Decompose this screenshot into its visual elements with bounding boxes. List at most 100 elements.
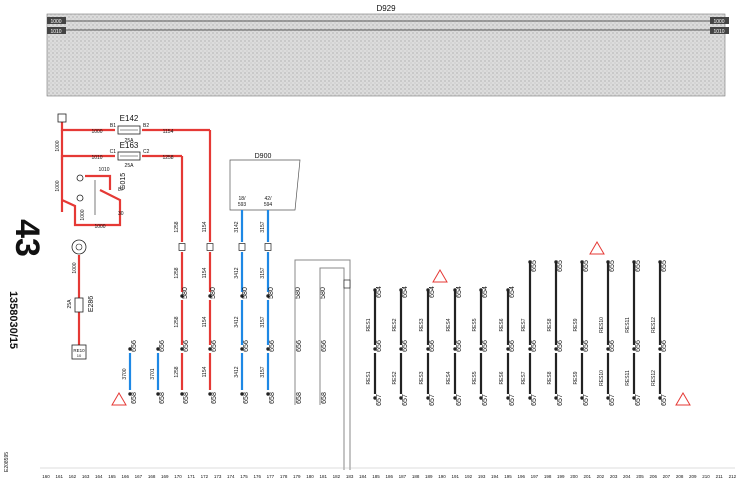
node-dot xyxy=(506,288,510,292)
header-right-label-1: 1000 xyxy=(713,19,724,25)
node-dot xyxy=(528,347,532,351)
column-number: 198 xyxy=(544,474,552,479)
mid-wire-label: 1258 xyxy=(174,267,180,278)
lower-wire-label: 3412 xyxy=(234,366,240,377)
relay-wire-1: 1010 xyxy=(98,167,109,173)
fuse-e142-id: E142 xyxy=(120,114,139,123)
fuse-e163-pin-in: C1 xyxy=(110,149,117,155)
column-number: 177 xyxy=(267,474,275,479)
row-656-label: 656 xyxy=(661,340,668,352)
row-657-label: 657 xyxy=(482,394,489,406)
node-dot xyxy=(453,347,457,351)
node-dot xyxy=(399,347,403,351)
column-number: 187 xyxy=(399,474,407,479)
node-dot xyxy=(399,396,403,400)
row-656-label: 656 xyxy=(609,340,616,352)
res-bottom-label: RES7 xyxy=(521,371,527,384)
node-dot xyxy=(528,396,532,400)
mid-wire-label: 1258 xyxy=(174,316,180,327)
res-bottom-label: RES4 xyxy=(446,371,452,384)
inline-connector xyxy=(238,243,246,251)
column-number: 179 xyxy=(293,474,301,479)
row-656-label: 656 xyxy=(211,340,218,352)
relay-id: G015 xyxy=(120,173,127,190)
column-number: 192 xyxy=(465,474,473,479)
node-dot xyxy=(453,288,457,292)
document-code: 1358030/15 xyxy=(7,291,19,349)
row-657-label: 657 xyxy=(376,394,383,406)
res-bottom-label: RES2 xyxy=(392,371,398,384)
row-580-label: 580 xyxy=(210,287,217,299)
column-number: 195 xyxy=(504,474,512,479)
fuse-e142-wire-out: 1154 xyxy=(163,129,174,135)
row-658-label: 658 xyxy=(269,392,276,404)
d900-pin-2b: 594 xyxy=(264,202,273,208)
node-dot xyxy=(580,260,584,264)
short-wire-label: 3700 xyxy=(122,368,128,379)
column-number: 186 xyxy=(385,474,393,479)
fuse-e142-wire-in: 1000 xyxy=(91,129,102,135)
node-dot xyxy=(373,347,377,351)
column-number: 188 xyxy=(412,474,420,479)
row-656-label: 656 xyxy=(531,340,538,352)
relay-g015: G015 87 30 1010 1000 1000 xyxy=(76,167,127,230)
column-number: 161 xyxy=(55,474,63,479)
row-656-label: 656 xyxy=(321,340,328,352)
column-number: 199 xyxy=(557,474,565,479)
column-number: 196 xyxy=(517,474,525,479)
row-658-label: 658 xyxy=(211,392,218,404)
fuse-e142-rating: 25A xyxy=(125,138,135,144)
res-top-label: RES3 xyxy=(419,318,425,331)
node-dot xyxy=(266,347,270,351)
node-dot xyxy=(208,392,212,396)
mid-wire-label: 3412 xyxy=(234,267,240,278)
column-number: 164 xyxy=(95,474,103,479)
power-wiring xyxy=(60,120,212,390)
node-dot xyxy=(658,260,662,264)
node-dot xyxy=(479,347,483,351)
node-dot xyxy=(240,392,244,396)
mid-wire-label: 3412 xyxy=(234,316,240,327)
left-wire-2: 1000 xyxy=(55,180,61,191)
fuse-e163-wire-in: 1010 xyxy=(91,155,102,161)
column-number: 212 xyxy=(729,474,737,479)
res-bottom-label: RES8 xyxy=(547,371,553,384)
row-580-label: 580 xyxy=(268,287,275,299)
row-580-label: 580 xyxy=(295,287,302,299)
lower-wire-label: 1154 xyxy=(202,366,208,377)
inline-connector xyxy=(206,243,214,251)
header-title: D929 xyxy=(376,4,396,13)
connector-d900: D900 18/ 593 42/ 594 xyxy=(229,153,301,211)
column-number: 174 xyxy=(227,474,235,479)
row-658-label: 658 xyxy=(131,392,138,404)
node-dot xyxy=(180,294,184,298)
res-bottom-label: RES5 xyxy=(472,371,478,384)
node-dot xyxy=(658,347,662,351)
node-dot xyxy=(479,288,483,292)
node-dot xyxy=(426,396,430,400)
fuse-e163-pin-out: C2 xyxy=(143,149,150,155)
row-656-label: 656 xyxy=(131,340,138,352)
bus-frame xyxy=(294,259,351,470)
signal-columns: 1258125812581258115411541154115431423412… xyxy=(122,210,668,406)
res-bottom-label: RES12 xyxy=(651,370,657,386)
node-dot xyxy=(554,260,558,264)
row-654-label: 654 xyxy=(456,286,463,298)
res-top-label: RES4 xyxy=(446,318,452,331)
node-dot xyxy=(128,392,132,396)
warning-icon xyxy=(432,269,448,283)
fuse-e163-wire-out: 1258 xyxy=(162,155,173,161)
res-bottom-label: RES3 xyxy=(419,371,425,384)
node-dot xyxy=(266,392,270,396)
node-dot xyxy=(580,347,584,351)
node-dot xyxy=(373,396,377,400)
node-dot xyxy=(479,396,483,400)
row-656-label: 656 xyxy=(376,340,383,352)
row-656-label: 656 xyxy=(509,340,516,352)
column-number: 191 xyxy=(451,474,459,479)
node-dot xyxy=(528,260,532,264)
column-number: 209 xyxy=(689,474,697,479)
inline-connector xyxy=(264,243,272,251)
